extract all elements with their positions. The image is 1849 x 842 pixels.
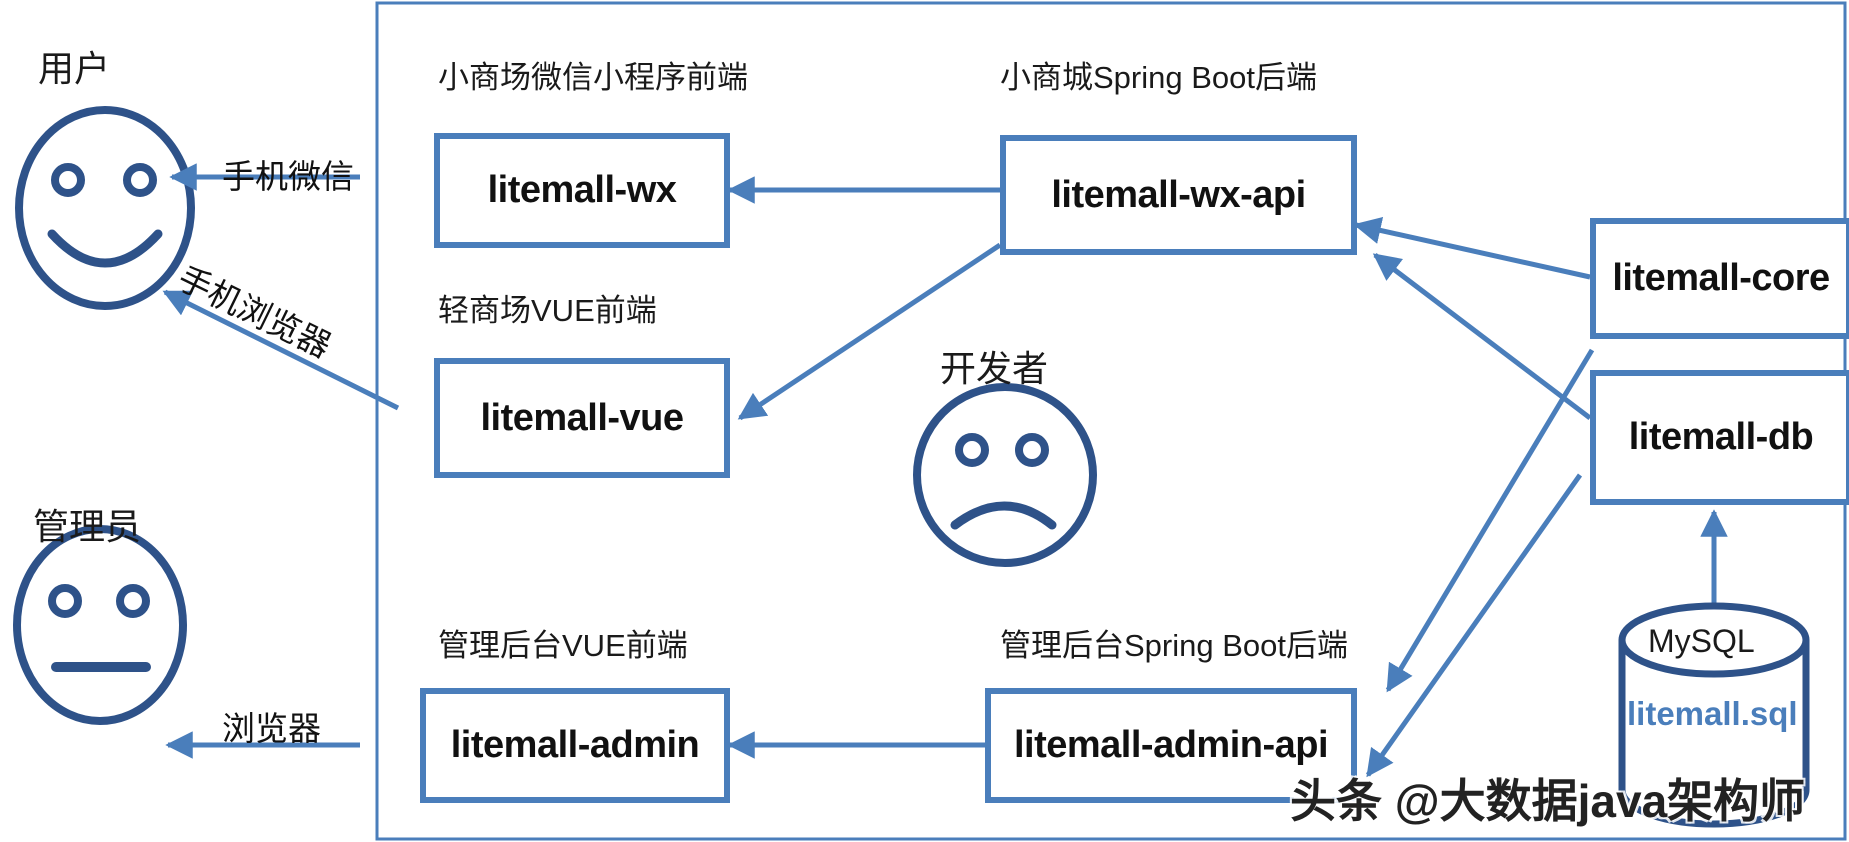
caption-litemall-admin: 管理后台VUE前端	[438, 628, 688, 663]
edge-vue-to-user	[162, 289, 400, 411]
node-litemall-wx[interactable]: litemall-wx	[434, 133, 730, 248]
user-face-icon	[15, 106, 195, 310]
node-litemall-admin-api[interactable]: litemall-admin-api	[985, 688, 1357, 803]
caption-litemall-wx: 小商场微信小程序前端	[438, 60, 748, 95]
edge-db-to-adminapi	[1365, 473, 1583, 778]
node-litemall-db[interactable]: litemall-db	[1590, 370, 1849, 505]
actor-name-admin: 管理员	[33, 506, 142, 547]
node-litemall-vue[interactable]: litemall-vue	[434, 358, 730, 478]
actor-name-developer: 开发者	[940, 348, 1049, 389]
node-litemall-core-label: litemall-core	[1612, 257, 1830, 299]
edge-db-to-wxapi	[1372, 253, 1592, 420]
node-litemall-wx-label: litemall-wx	[487, 169, 677, 211]
node-litemall-wx-api[interactable]: litemall-wx-api	[1000, 135, 1357, 255]
admin-face-icon	[13, 525, 187, 725]
watermark-text: 头条 @大数据java架构师	[1290, 775, 1806, 827]
edge-core-to-wxapi	[1353, 216, 1591, 280]
mysql-label: MySQL	[1648, 623, 1755, 659]
edge-wxapi-to-vue	[737, 242, 1002, 421]
actor-name-user: 用户	[38, 48, 111, 89]
edge-core-to-adminapi	[1385, 348, 1595, 693]
caption-litemall-admin-api: 管理后台Spring Boot后端	[1000, 628, 1348, 663]
caption-litemall-vue: 轻商场VUE前端	[438, 293, 657, 328]
mysql-database-cylinder	[1618, 602, 1810, 828]
edge-label-wechat: 手机微信	[222, 158, 354, 195]
node-litemall-core[interactable]: litemall-core	[1590, 218, 1849, 339]
node-litemall-vue-label: litemall-vue	[480, 396, 684, 439]
developer-face-icon	[913, 383, 1097, 567]
edge-label-browser: 浏览器	[222, 710, 321, 747]
node-litemall-wx-api-label: litemall-wx-api	[1051, 173, 1306, 216]
caption-litemall-wx-api: 小商城Spring Boot后端	[1000, 60, 1317, 95]
node-litemall-db-label: litemall-db	[1628, 416, 1814, 458]
node-litemall-admin[interactable]: litemall-admin	[420, 688, 730, 803]
mysql-sql-file-label: litemall.sql	[1627, 695, 1798, 732]
node-litemall-admin-api-label: litemall-admin-api	[1013, 724, 1329, 766]
node-litemall-admin-label: litemall-admin	[450, 724, 700, 766]
